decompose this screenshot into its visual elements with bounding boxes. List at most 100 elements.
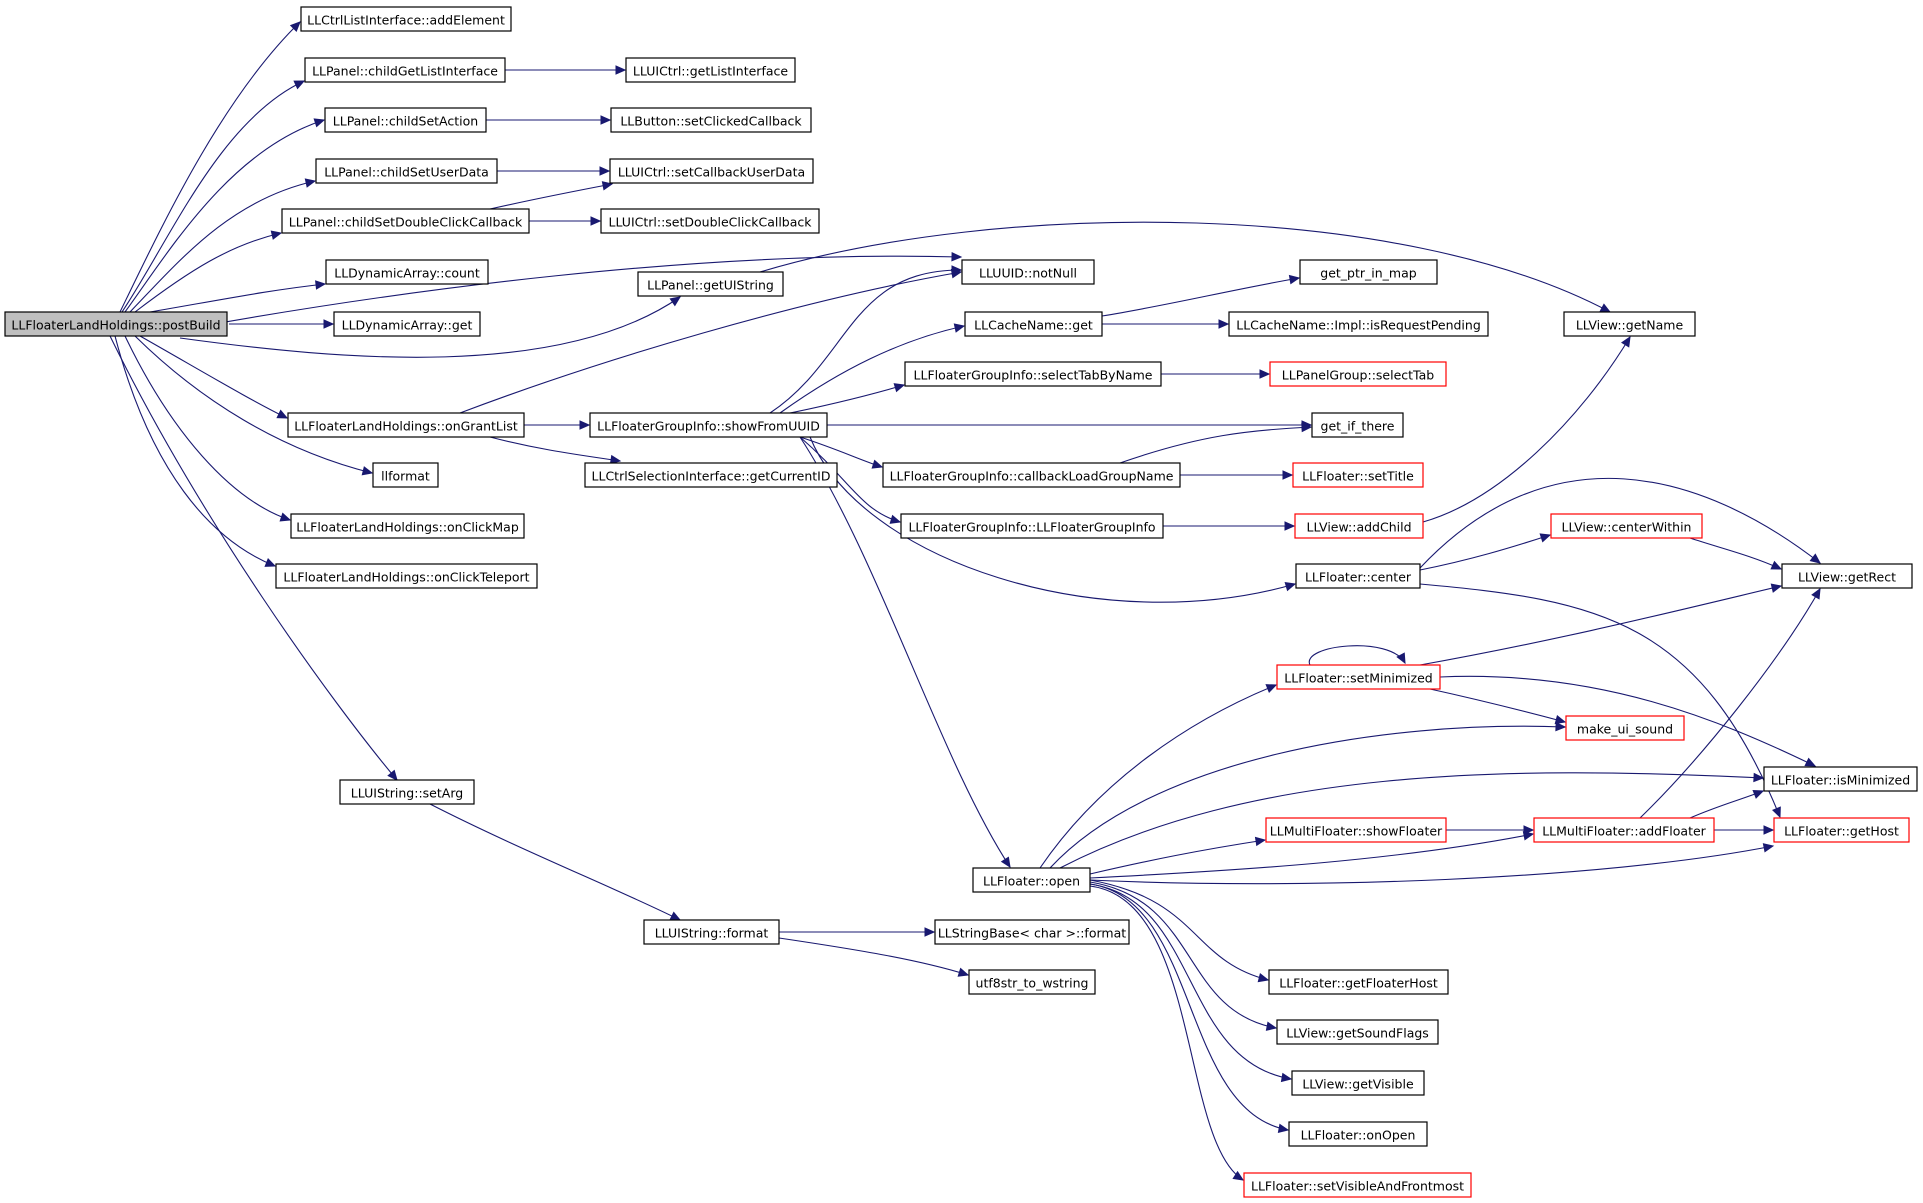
function-node[interactable]: LLView::getName — [1563, 311, 1696, 337]
call-edge-n41-to-n34 — [1039, 684, 1278, 869]
edge-line — [799, 436, 1011, 868]
function-node[interactable]: LLFloater::setVisibleAndFrontmost — [1243, 1172, 1472, 1198]
arrowhead-icon — [1257, 973, 1270, 983]
function-node[interactable]: LLUICtrl::getListInterface — [625, 57, 796, 83]
arrowhead-icon — [951, 265, 963, 275]
function-node[interactable]: LLMultiFloater::showFloater — [1265, 817, 1447, 843]
node-box — [1268, 969, 1449, 995]
function-node[interactable]: LLFloater::getFloaterHost — [1268, 969, 1449, 995]
call-edge-n41-to-n47 — [1089, 883, 1293, 1083]
function-node[interactable]: LLFloater::isMinimized — [1763, 766, 1918, 792]
function-node[interactable]: LLFloaterGroupInfo::showFromUUID — [589, 412, 828, 438]
function-node[interactable]: LLCtrlSelectionInterface::getCurrentID — [584, 462, 838, 488]
node-label: get_if_there — [1321, 419, 1395, 434]
function-node[interactable]: LLView::getVisible — [1291, 1070, 1425, 1096]
function-node[interactable]: LLCtrlListInterface::addElement — [300, 6, 512, 32]
node-label: LLCacheName::get — [974, 318, 1093, 333]
edge-line — [134, 335, 373, 474]
call-edge-n21-to-n22 — [827, 420, 1313, 430]
function-node[interactable]: LLView::getRect — [1781, 563, 1913, 589]
edge-line — [1419, 477, 1821, 569]
node-label: LLCacheName::Impl::isRequestPending — [1236, 318, 1481, 333]
function-node[interactable]: LLUICtrl::setDoubleClickCallback — [600, 208, 820, 234]
edge-line — [769, 269, 962, 414]
edge-line — [124, 119, 325, 313]
arrowhead-icon — [1265, 684, 1278, 693]
edge-line — [114, 335, 276, 567]
function-node[interactable]: LLDynamicArray::get — [333, 311, 481, 337]
function-node[interactable]: LLCacheName::Impl::isRequestPending — [1228, 311, 1489, 337]
function-node[interactable]: LLUICtrl::setCallbackUserData — [609, 158, 814, 184]
function-node[interactable]: LLFloaterLandHoldings::onClickTeleport — [275, 563, 538, 589]
node-label: LLPanel::childSetDoubleClickCallback — [289, 215, 523, 230]
function-node[interactable]: LLFloater::setMinimized — [1276, 664, 1441, 690]
function-node[interactable]: LLFloater::open — [972, 867, 1091, 893]
node-box — [968, 969, 1096, 995]
function-node[interactable]: LLFloaterGroupInfo::LLFloaterGroupInfo — [900, 513, 1164, 539]
function-node[interactable]: LLMultiFloater::addFloater — [1533, 817, 1715, 843]
root-function-node[interactable]: LLFloaterLandHoldings::postBuild — [4, 311, 228, 337]
arrowhead-icon — [871, 459, 884, 469]
call-edge-n30-to-n33 — [1689, 537, 1783, 570]
call-edge-root-to-n8 — [134, 230, 283, 313]
function-node[interactable]: LLFloaterLandHoldings::onClickMap — [290, 513, 525, 539]
function-node[interactable]: LLFloater::onOpen — [1288, 1121, 1428, 1147]
call-edge-n6-to-n7 — [497, 166, 611, 176]
function-node[interactable]: make_ui_sound — [1565, 715, 1685, 741]
node-label: LLPanelGroup::selectTab — [1282, 368, 1434, 383]
arrowhead-icon — [1554, 714, 1567, 725]
call-edge-n39-to-n40 — [1714, 825, 1775, 835]
function-node[interactable]: LLUIString::setArg — [339, 779, 475, 805]
call-edge-n36-to-n42 — [429, 803, 682, 921]
edge-line — [1059, 772, 1764, 869]
edge-line — [1089, 833, 1534, 879]
call-edge-root-to-n20 — [139, 335, 289, 419]
function-node[interactable]: LLFloater::setTitle — [1292, 462, 1424, 488]
node-label: make_ui_sound — [1577, 722, 1673, 737]
function-node[interactable]: utf8str_to_wstring — [968, 969, 1096, 995]
edge-line — [179, 296, 681, 358]
arrowhead-icon — [1288, 274, 1301, 285]
function-node[interactable]: LLPanel::childGetListInterface — [304, 57, 506, 83]
function-node[interactable]: LLButton::setClickedCallback — [610, 107, 812, 133]
function-node[interactable]: LLPanel::childSetAction — [324, 107, 487, 133]
function-node[interactable]: LLFloater::center — [1295, 563, 1421, 589]
node-box — [325, 259, 489, 285]
edge-line — [1422, 336, 1631, 523]
arrowhead-icon — [1539, 533, 1552, 543]
function-node[interactable]: LLFloater::getHost — [1773, 817, 1910, 843]
function-node[interactable]: LLView::centerWithin — [1550, 513, 1703, 539]
function-node[interactable]: get_if_there — [1311, 412, 1404, 438]
node-label: LLFloater::center — [1305, 570, 1412, 585]
call-edge-root-to-n27 — [124, 335, 292, 522]
function-node[interactable]: llformat — [372, 462, 439, 488]
edge-line — [129, 180, 316, 313]
function-node[interactable]: LLFloaterGroupInfo::selectTabByName — [904, 361, 1162, 387]
function-node[interactable]: LLPanelGroup::selectTab — [1269, 361, 1447, 387]
function-node[interactable]: LLPanel::childSetDoubleClickCallback — [281, 208, 530, 234]
call-edge-root-to-n1 — [119, 21, 301, 313]
call-edge-n4-to-n5 — [486, 115, 612, 125]
function-node[interactable]: LLPanel::childSetUserData — [315, 158, 498, 184]
function-node[interactable]: get_ptr_in_map — [1299, 259, 1438, 285]
function-node[interactable]: LLPanel::getUIString — [637, 271, 784, 297]
arrowhead-icon — [1772, 806, 1781, 819]
function-node[interactable]: LLView::addChild — [1294, 513, 1424, 539]
function-node[interactable]: LLCacheName::get — [964, 311, 1103, 337]
call-edge-n41-to-n39 — [1089, 831, 1535, 879]
function-node[interactable]: LLFloaterLandHoldings::onGrantList — [287, 412, 525, 438]
function-node[interactable]: LLFloaterGroupInfo::callbackLoadGroupNam… — [882, 462, 1181, 488]
function-node[interactable]: LLUUID::notNull — [961, 259, 1095, 285]
node-label: LLStringBase< char >::format — [938, 926, 1126, 941]
function-node[interactable]: LLStringBase< char >::format — [934, 919, 1130, 945]
function-node[interactable]: LLView::getSoundFlags — [1276, 1019, 1439, 1045]
function-node[interactable]: LLUIString::format — [643, 919, 780, 945]
call-edge-n34-to-n35 — [1429, 688, 1567, 725]
call-edge-n32-to-n30 — [1419, 533, 1552, 571]
node-label: LLUUID::notNull — [979, 266, 1077, 281]
call-edge-n21-to-n18 — [779, 383, 906, 416]
call-edge-n18-to-n19 — [1161, 369, 1271, 379]
function-node[interactable]: LLDynamicArray::count — [325, 259, 489, 285]
arrowhead-icon — [1232, 1170, 1245, 1181]
call-edge-n20-to-n21 — [524, 420, 591, 430]
